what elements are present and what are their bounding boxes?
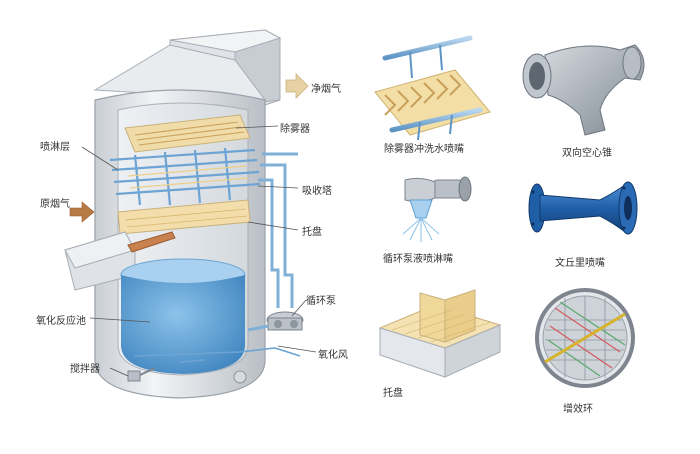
caption-demister-nozzle: 除雾器冲洗水喷嘴 bbox=[384, 144, 464, 155]
venturi-picture bbox=[528, 181, 638, 235]
caption-venturi: 文丘里喷嘴 bbox=[555, 258, 605, 269]
leader-lines bbox=[81, 125, 317, 377]
label-spray-layer: 喷淋层 bbox=[40, 142, 70, 153]
spray-nozzle-picture bbox=[402, 176, 472, 242]
circulation-piping bbox=[258, 152, 298, 308]
label-clean-gas: 净烟气 bbox=[311, 84, 341, 95]
label-oxidation-air: 氧化风 bbox=[318, 350, 348, 361]
hollow-cone-picture bbox=[522, 44, 645, 136]
spray-layer bbox=[109, 147, 261, 206]
demister-nozzle-picture bbox=[374, 35, 491, 141]
label-oxidation-tank: 氧化反应池 bbox=[36, 316, 86, 327]
label-raw-gas: 原烟气 bbox=[40, 199, 70, 210]
caption-spray-nozzle: 循环泵液喷淋嘴 bbox=[383, 254, 453, 265]
caption-tray: 托盘 bbox=[383, 388, 403, 399]
label-circ-pump: 循环泵 bbox=[306, 296, 336, 307]
raw-gas-arrow bbox=[69, 201, 95, 223]
label-tray: 托盘 bbox=[302, 227, 322, 238]
tray-picture bbox=[378, 289, 502, 378]
ring-picture bbox=[535, 288, 635, 388]
absorber-tower bbox=[64, 29, 309, 399]
label-demister: 除雾器 bbox=[280, 124, 310, 135]
circulation-pump bbox=[247, 311, 304, 332]
label-agitator: 搅拌器 bbox=[70, 364, 100, 375]
slurry-pool bbox=[121, 275, 245, 374]
caption-ring: 增效环 bbox=[563, 404, 593, 415]
label-absorber: 吸收塔 bbox=[302, 186, 332, 197]
clean-gas-arrow bbox=[285, 73, 309, 99]
caption-hollow-cone: 双向空心锥 bbox=[562, 148, 612, 159]
